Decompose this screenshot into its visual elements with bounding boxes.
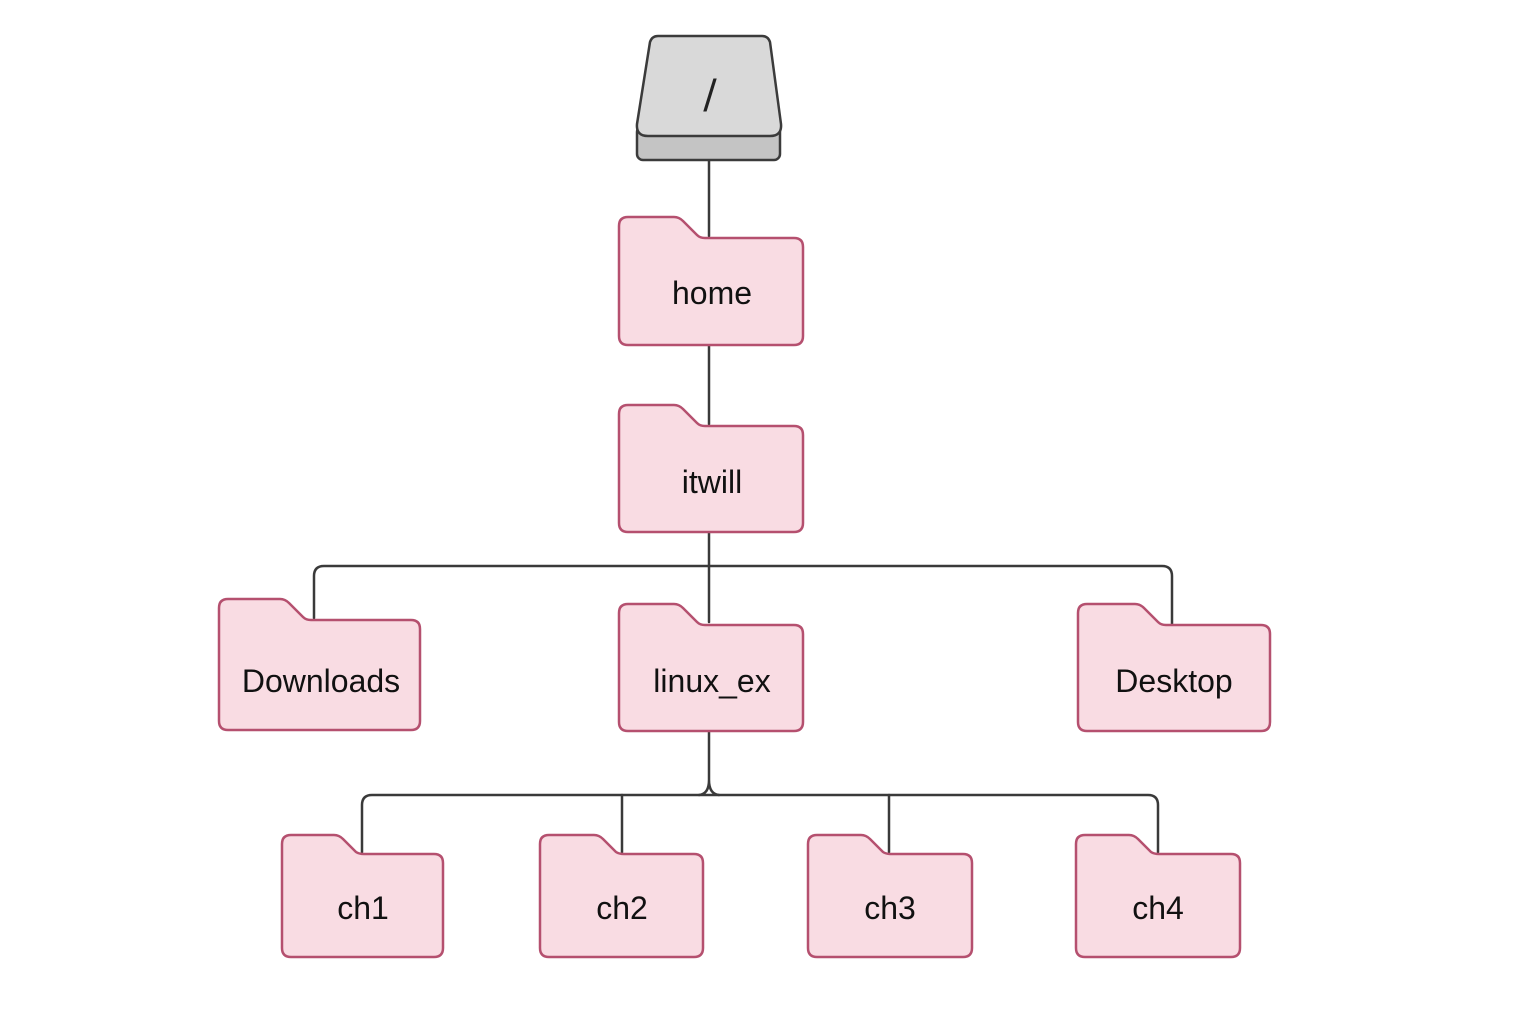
folder-downloads[interactable]: Downloads [217,597,422,732]
folder-label: itwill [682,464,742,500]
folder-label: home [672,275,752,311]
folder-ch1[interactable]: ch1 [280,833,445,959]
folder-label: ch1 [337,890,389,926]
folder-icon [217,597,422,732]
folder-icon [617,215,805,347]
folder-icon [280,833,445,959]
folder-desktop[interactable]: Desktop [1076,602,1272,733]
folder-ch2[interactable]: ch2 [538,833,705,959]
root-label: / [703,72,717,118]
folder-ch4[interactable]: ch4 [1074,833,1242,959]
folder-ch3[interactable]: ch3 [806,833,974,959]
folder-icon [617,403,805,534]
folder-label: ch4 [1132,890,1184,926]
folder-icon [1074,833,1242,959]
folder-linux-ex[interactable]: linux_ex [617,602,805,733]
root-drive[interactable]: / [635,34,783,162]
connector-itwill-children-bus [312,564,1174,626]
folder-label: linux_ex [653,663,770,699]
folder-label: ch3 [864,890,916,926]
folder-label: Desktop [1115,663,1232,699]
folder-itwill[interactable]: itwill [617,403,805,534]
tree-connectors [312,158,1174,854]
folder-home[interactable]: home [617,215,805,347]
folder-icon [617,602,805,733]
connector-linux-ex-children-bus [360,793,1160,854]
folder-label: Downloads [242,663,400,699]
folder-icon [806,833,974,959]
drive-icon [635,34,783,162]
connector-linux-ex-down [697,730,721,797]
folder-label: ch2 [596,890,648,926]
folder-icon [1076,602,1272,733]
folder-icon [538,833,705,959]
